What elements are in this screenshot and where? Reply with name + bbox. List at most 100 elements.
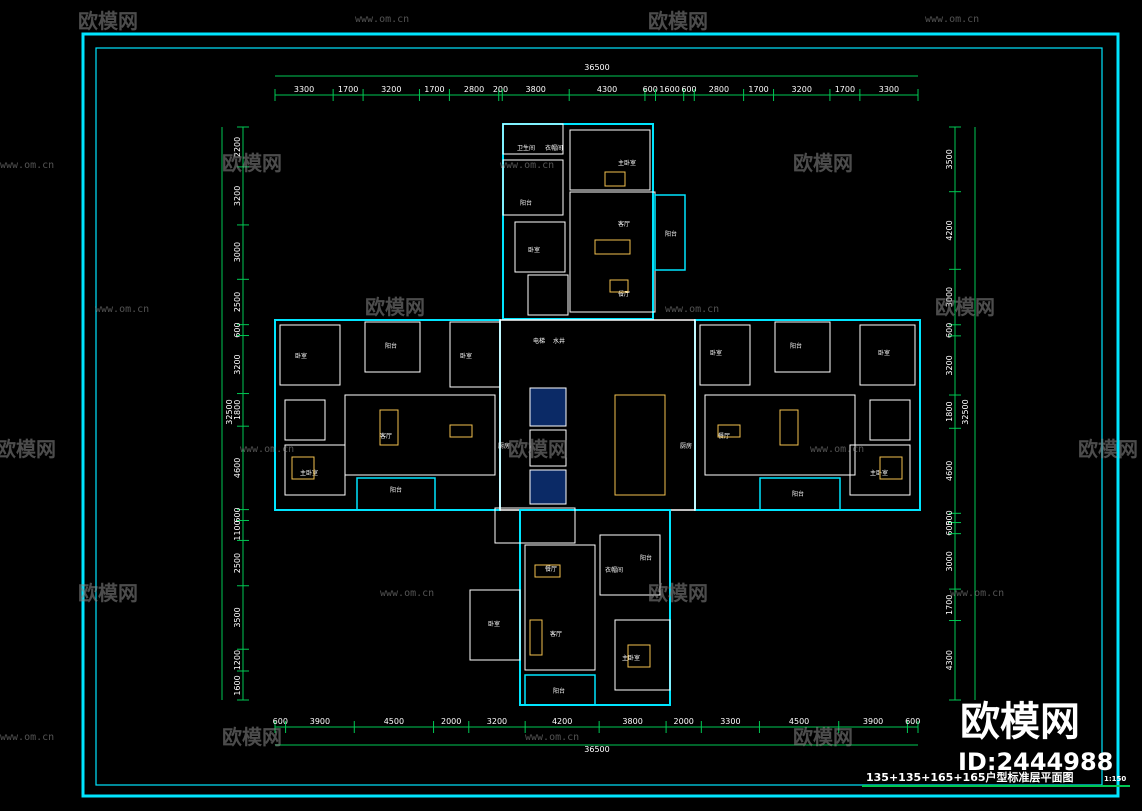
elevator-1 xyxy=(529,387,567,427)
overall-width-top: 36500 xyxy=(584,63,609,72)
dimension-label: 3500 xyxy=(233,607,242,627)
dimension-label: 3800 xyxy=(622,717,642,726)
dimension-label: 600 xyxy=(945,323,954,338)
watermark-url: www.om.cn xyxy=(0,160,54,171)
dimension-label: 3000 xyxy=(945,551,954,571)
brand-id: ID:2444988 xyxy=(958,748,1113,776)
dimension-label: 2000 xyxy=(441,717,461,726)
dimension-label: 3200 xyxy=(792,85,812,94)
dimension-label: 3000 xyxy=(233,242,242,262)
outer-frame xyxy=(81,32,1120,798)
dimension-label: 500 xyxy=(945,510,954,525)
room-label: 卧室 xyxy=(878,349,890,357)
room-label: 衣帽间 xyxy=(545,144,563,152)
watermark-logo: 欧模网 xyxy=(793,725,853,749)
dimension-label: 600 xyxy=(905,717,920,726)
dimension-label: 2800 xyxy=(709,85,729,94)
dimension-label: 600 xyxy=(233,322,242,337)
watermark-logo: 欧模网 xyxy=(508,437,568,461)
room-label: 衣帽间 xyxy=(605,566,623,574)
dimension-label: 4600 xyxy=(945,461,954,481)
room-label: 卧室 xyxy=(460,352,472,360)
room-label: 客厅 xyxy=(618,220,630,228)
dimension-label: 2800 xyxy=(464,85,484,94)
dimension-label: 600 xyxy=(945,520,954,535)
dimension-chain-left: 2200320030002500600320018004600600110025… xyxy=(221,126,249,701)
room-label: 主卧室 xyxy=(300,469,318,477)
watermark-layer: 欧模网 www.om.cn 欧模网 www.om.cn www.om.cn 欧模… xyxy=(0,9,1138,749)
room-label: 餐厅 xyxy=(545,565,557,573)
dimension-label: 3200 xyxy=(233,186,242,206)
dimension-label: 3300 xyxy=(720,717,740,726)
dimension-label: 3300 xyxy=(879,85,899,94)
watermark-logo: 欧模网 xyxy=(78,581,138,605)
dimension-label: 3900 xyxy=(310,717,330,726)
watermark-url: www.om.cn xyxy=(810,444,864,455)
room-label: 主卧室 xyxy=(622,654,640,662)
watermark-logo: 欧模网 xyxy=(793,151,853,175)
dimension-label: 1800 xyxy=(945,401,954,421)
inner-frame xyxy=(95,47,1103,786)
dimension-label: 3500 xyxy=(945,149,954,169)
dimension-label: 600 xyxy=(643,85,658,94)
floor-plan xyxy=(274,123,921,706)
watermark-logo: 欧模网 xyxy=(78,9,138,33)
room-label: 卧室 xyxy=(295,352,307,360)
room-label: 厨房 xyxy=(498,442,510,450)
dimension-label: 3200 xyxy=(381,85,401,94)
room-labels: 主卧室 客厅 餐厅 阳台 卧室 阳台 卫生间 衣帽间 卧室 阳台 卧室 客厅 主… xyxy=(295,144,890,695)
watermark-logo: 欧模网 xyxy=(365,295,425,319)
room-label: 厨房 xyxy=(680,442,692,450)
dimension-label: 2500 xyxy=(233,553,242,573)
dimension-label: 3200 xyxy=(487,717,507,726)
dimension-label: 1600 xyxy=(233,675,242,695)
room-label: 客厅 xyxy=(380,432,392,440)
dimension-label: 3900 xyxy=(863,717,883,726)
room-label: 主卧室 xyxy=(870,469,888,477)
room-label: 水井 xyxy=(553,337,565,345)
room-label: 阳台 xyxy=(792,490,804,498)
watermark-logo: 欧模网 xyxy=(648,581,708,605)
dimension-label: 2000 xyxy=(674,717,694,726)
room-label: 阳台 xyxy=(520,199,532,207)
dimension-label: 1200 xyxy=(233,650,242,670)
watermark-url: www.om.cn xyxy=(240,444,294,455)
room-label: 卧室 xyxy=(488,620,500,628)
elevator-2 xyxy=(529,429,567,467)
watermark-logo: 欧模网 xyxy=(935,295,995,319)
elevator-3 xyxy=(529,469,567,505)
room-label: 卧室 xyxy=(710,349,722,357)
dimension-label: 4200 xyxy=(945,220,954,240)
dimension-label: 4200 xyxy=(552,717,572,726)
dimension-label: 1100 xyxy=(233,520,242,540)
dimension-label: 1700 xyxy=(338,85,358,94)
watermark-url: www.om.cn xyxy=(925,14,979,25)
drawing-scale: 1:150 xyxy=(1104,775,1126,783)
room-label: 餐厅 xyxy=(718,432,730,440)
watermark-logo: 欧模网 xyxy=(648,9,708,33)
watermark-url: www.om.cn xyxy=(950,588,1004,599)
brand-logo: 欧模网 xyxy=(960,699,1080,745)
core-outline xyxy=(499,319,696,511)
dimension-label: 3800 xyxy=(526,85,546,94)
overall-height-right: 32500 xyxy=(961,399,970,424)
east-unit-outline xyxy=(694,319,921,511)
watermark-url: www.om.cn xyxy=(95,304,149,315)
dimension-label: 1800 xyxy=(233,400,242,420)
room-label: 阳台 xyxy=(390,486,402,494)
room-label: 阳台 xyxy=(553,687,565,695)
room-label: 餐厅 xyxy=(618,290,630,298)
watermark-url: www.om.cn xyxy=(355,14,409,25)
watermark-logo: 欧模网 xyxy=(222,151,282,175)
room-label: 阳台 xyxy=(790,342,802,350)
stair xyxy=(614,394,666,496)
watermark-url: www.om.cn xyxy=(525,732,579,743)
dimension-label: 200 xyxy=(493,85,508,94)
watermark-url: www.om.cn xyxy=(380,588,434,599)
dimension-label: 1600 xyxy=(659,85,679,94)
room-label: 主卧室 xyxy=(618,159,636,167)
dimension-label: 4300 xyxy=(597,85,617,94)
room-label: 阳台 xyxy=(665,230,677,238)
